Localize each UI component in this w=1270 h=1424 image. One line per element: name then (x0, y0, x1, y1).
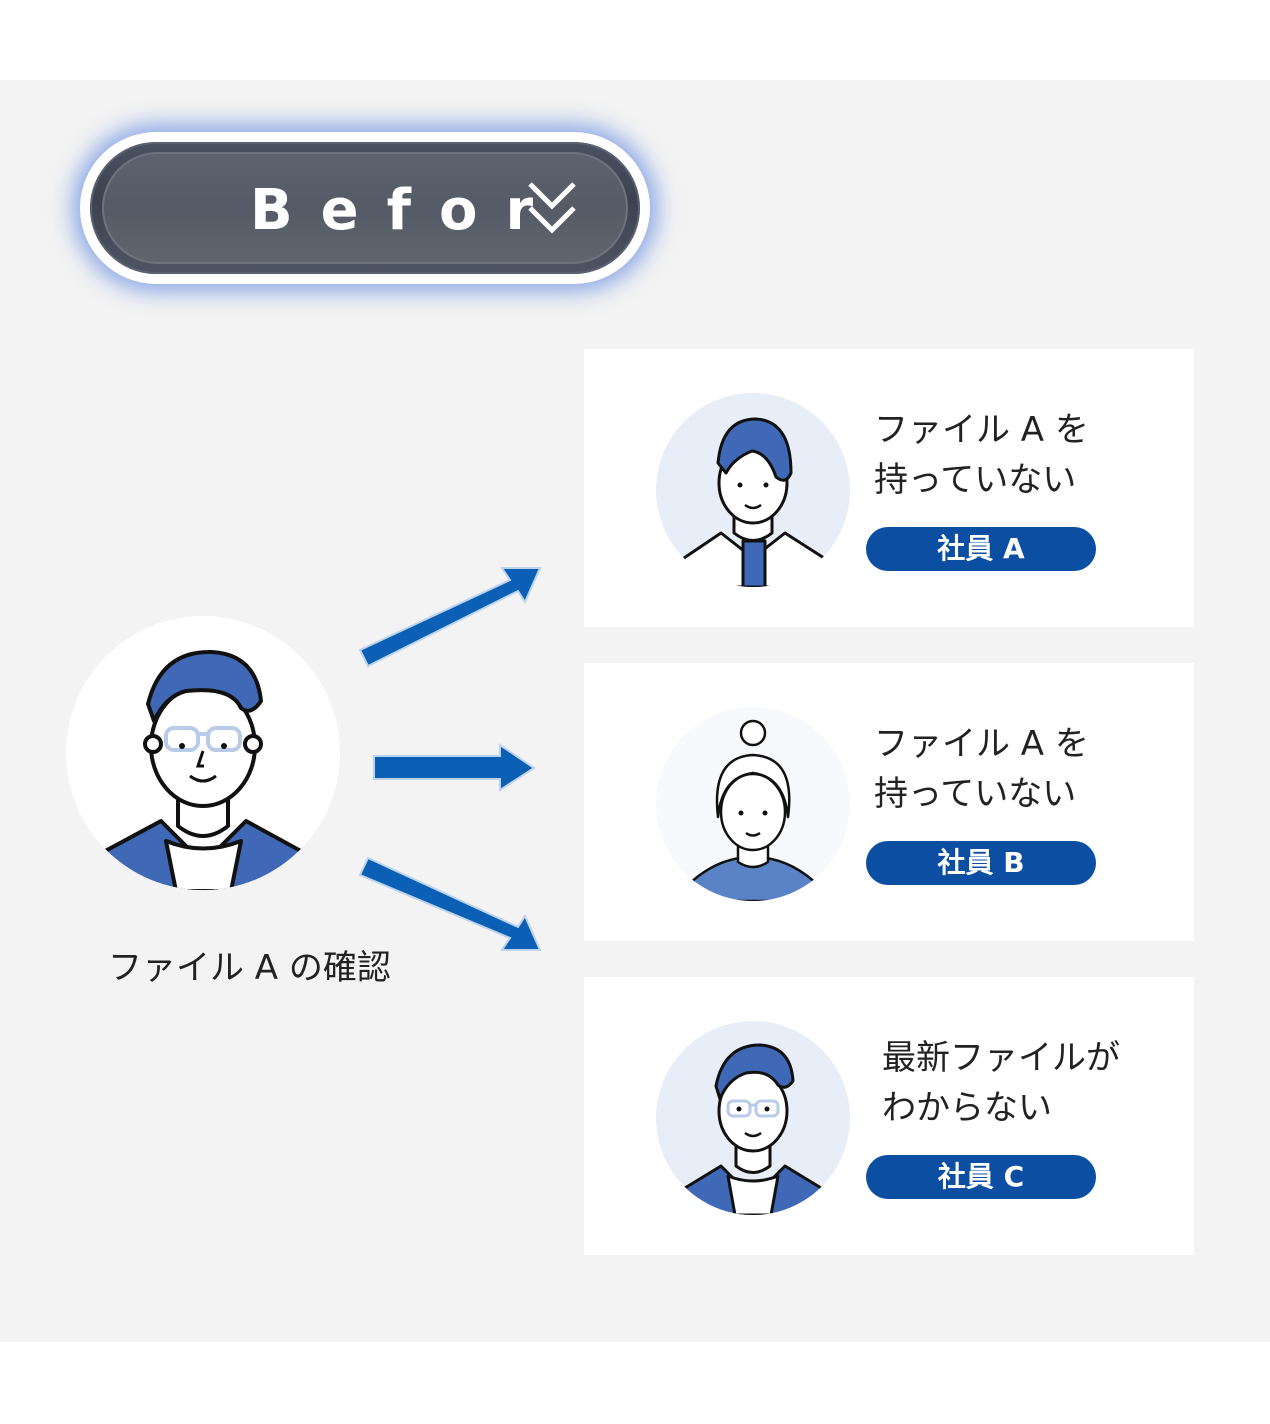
employee-c-message: 最新ファイルが わからない (882, 1038, 1120, 1128)
source-label: ファイル A の確認 (108, 948, 391, 988)
double-chevron-down-icon (528, 182, 576, 234)
arrow-to-employee-b (373, 743, 536, 792)
employee-a-message: ファイル A を 持っていない (874, 410, 1089, 500)
employee-b-badge: 社員 B (866, 841, 1096, 885)
arrow-to-employee-a (358, 567, 542, 668)
employee-card-a: ファイル A を 持っていない 社員 A (584, 349, 1194, 627)
employee-card-c: 最新ファイルが わからない 社員 C (584, 977, 1194, 1255)
befor-button-inner (102, 152, 628, 264)
employee-b-message: ファイル A を 持っていない (874, 724, 1089, 814)
employee-c-badge: 社員 C (866, 1155, 1096, 1199)
employee-card-b: ファイル A を 持っていない 社員 B (584, 663, 1194, 941)
employee-c-avatar (656, 1021, 850, 1215)
employee-b-avatar (656, 707, 850, 901)
employee-a-avatar (656, 393, 850, 587)
arrow-to-employee-c (358, 856, 542, 951)
befor-label: Befor (250, 178, 562, 243)
employee-a-badge: 社員 A (866, 527, 1096, 571)
source-person-avatar (66, 616, 340, 890)
distribution-arrows (358, 567, 542, 951)
